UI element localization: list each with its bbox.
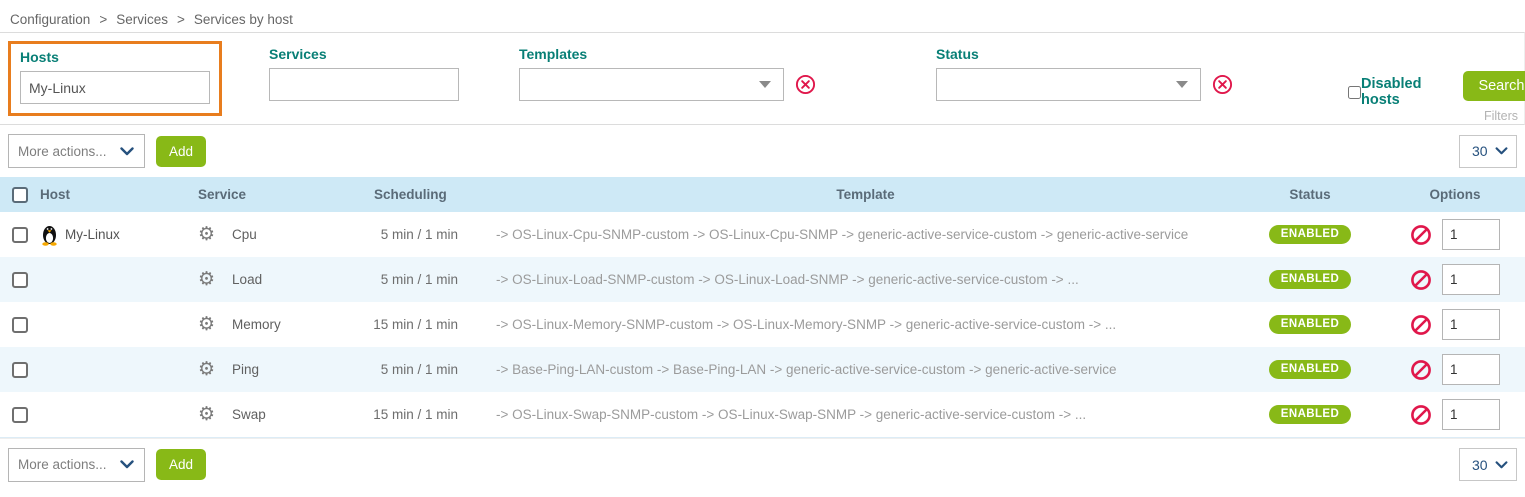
template-chain: -> OS-Linux-Cpu-SNMP-custom -> OS-Linux-… bbox=[496, 227, 1189, 242]
table-row: ⚙ Memory 15 min / 1 min -> OS-Linux-Memor… bbox=[0, 302, 1525, 347]
status-select[interactable] bbox=[936, 68, 1201, 101]
status-label: Status bbox=[936, 46, 979, 62]
more-actions-label: More actions... bbox=[18, 143, 107, 159]
breadcrumb-services[interactable]: Services bbox=[116, 12, 168, 27]
row-checkbox[interactable] bbox=[12, 271, 28, 288]
chevron-down-icon bbox=[759, 81, 771, 88]
scheduling-value: 15 min / 1 min bbox=[373, 317, 458, 332]
filters-panel: Hosts Services Templates Status bbox=[0, 32, 1525, 125]
disabled-hosts-label: Disabled hosts bbox=[1361, 76, 1422, 108]
breadcrumb: Configuration > Services > Services by h… bbox=[0, 0, 1525, 32]
col-header-host[interactable]: Host bbox=[40, 187, 70, 202]
table-row: ⚙ Swap 15 min / 1 min -> OS-Linux-Swap-SN… bbox=[0, 392, 1525, 437]
status-badge: ENABLED bbox=[1268, 360, 1352, 379]
hosts-label: Hosts bbox=[20, 49, 59, 65]
more-actions-label: More actions... bbox=[18, 457, 107, 472]
template-chain: -> OS-Linux-Swap-SNMP-custom -> OS-Linux… bbox=[496, 407, 1087, 422]
chevron-down-icon bbox=[1495, 147, 1508, 155]
services-input[interactable] bbox=[269, 68, 459, 101]
hosts-filter-highlight: Hosts bbox=[8, 41, 222, 116]
status-badge: ENABLED bbox=[1268, 225, 1352, 244]
prohibited-icon[interactable] bbox=[1410, 224, 1432, 246]
scheduling-value: 5 min / 1 min bbox=[380, 362, 458, 377]
top-toolbar: More actions... Add 30 bbox=[0, 125, 1525, 177]
row-checkbox[interactable] bbox=[12, 406, 28, 423]
options-count-input[interactable] bbox=[1442, 309, 1500, 340]
per-page-select[interactable]: 30 bbox=[1459, 448, 1517, 481]
per-page-select[interactable]: 30 bbox=[1459, 134, 1517, 168]
add-button[interactable]: Add bbox=[156, 449, 207, 480]
prohibited-icon[interactable] bbox=[1410, 404, 1432, 426]
chevron-down-icon bbox=[120, 460, 134, 469]
gear-icon: ⚙ bbox=[198, 223, 216, 245]
chevron-down-icon bbox=[1176, 81, 1188, 88]
status-badge: ENABLED bbox=[1268, 315, 1352, 334]
templates-label: Templates bbox=[519, 46, 588, 62]
row-checkbox[interactable] bbox=[12, 361, 28, 378]
scheduling-value: 5 min / 1 min bbox=[380, 227, 458, 242]
select-all-checkbox[interactable] bbox=[12, 186, 28, 203]
col-header-service[interactable]: Service bbox=[198, 187, 247, 202]
more-actions-select[interactable]: More actions... bbox=[8, 134, 145, 168]
linux-tux-icon bbox=[42, 225, 57, 246]
table-row: ⚙ Load 5 min / 1 min -> OS-Linux-Load-SNM… bbox=[0, 257, 1525, 302]
col-header-status[interactable]: Status bbox=[1289, 187, 1331, 202]
filters-tag: Filters bbox=[1483, 109, 1518, 123]
prohibited-icon[interactable] bbox=[1410, 314, 1432, 336]
breadcrumb-services-by-host[interactable]: Services by host bbox=[193, 12, 293, 27]
col-header-options[interactable]: Options bbox=[1429, 187, 1481, 202]
table-header-row: Host Service Scheduling Template Status … bbox=[0, 177, 1525, 212]
search-button[interactable]: Search bbox=[1463, 71, 1525, 101]
scheduling-value: 5 min / 1 min bbox=[380, 272, 458, 287]
service-name[interactable]: Load bbox=[232, 272, 263, 287]
gear-icon: ⚙ bbox=[198, 403, 216, 425]
bottom-toolbar: More actions... Add 30 bbox=[0, 438, 1525, 490]
service-name[interactable]: Ping bbox=[232, 362, 260, 377]
template-chain: -> OS-Linux-Memory-SNMP-custom -> OS-Lin… bbox=[496, 317, 1117, 332]
breadcrumb-separator: > bbox=[99, 12, 108, 27]
scheduling-value: 15 min / 1 min bbox=[373, 407, 458, 422]
options-count-input[interactable] bbox=[1442, 264, 1500, 295]
add-button[interactable]: Add bbox=[156, 135, 207, 167]
col-header-template[interactable]: Template bbox=[836, 187, 895, 202]
status-badge: ENABLED bbox=[1268, 270, 1352, 289]
template-chain: -> OS-Linux-Load-SNMP-custom -> OS-Linux… bbox=[496, 272, 1079, 287]
gear-icon: ⚙ bbox=[198, 268, 216, 290]
status-badge: ENABLED bbox=[1268, 405, 1352, 424]
services-label: Services bbox=[269, 46, 327, 62]
chevron-down-icon bbox=[1495, 460, 1508, 468]
disabled-hosts-checkbox[interactable] bbox=[1348, 83, 1361, 101]
prohibited-icon[interactable] bbox=[1410, 359, 1432, 381]
more-actions-select[interactable]: More actions... bbox=[8, 447, 145, 482]
col-header-scheduling[interactable]: Scheduling bbox=[374, 187, 447, 202]
service-name[interactable]: Swap bbox=[232, 407, 266, 422]
host-name[interactable]: My-Linux bbox=[65, 227, 120, 242]
options-count-input[interactable] bbox=[1442, 354, 1500, 385]
table-row: My-Linux ⚙ Cpu 5 min / 1 min -> OS-Linux-… bbox=[0, 212, 1525, 257]
templates-select[interactable] bbox=[519, 68, 784, 101]
breadcrumb-configuration[interactable]: Configuration bbox=[10, 12, 91, 27]
prohibited-icon[interactable] bbox=[1410, 269, 1432, 291]
table-row: ⚙ Ping 5 min / 1 min -> Base-Ping-LAN-cus… bbox=[0, 347, 1525, 392]
services-table: Host Service Scheduling Template Status … bbox=[0, 177, 1525, 438]
options-count-input[interactable] bbox=[1442, 219, 1500, 250]
hosts-input[interactable] bbox=[20, 71, 210, 104]
service-name[interactable]: Cpu bbox=[232, 227, 257, 242]
row-checkbox[interactable] bbox=[12, 226, 28, 243]
gear-icon: ⚙ bbox=[198, 313, 216, 335]
options-count-input[interactable] bbox=[1442, 399, 1500, 430]
clear-status-icon[interactable] bbox=[1212, 74, 1233, 95]
breadcrumb-separator: > bbox=[176, 12, 185, 27]
clear-templates-icon[interactable] bbox=[795, 74, 816, 95]
service-name[interactable]: Memory bbox=[232, 317, 281, 332]
per-page-value: 30 bbox=[1472, 456, 1488, 473]
row-checkbox[interactable] bbox=[12, 316, 28, 333]
template-chain: -> Base-Ping-LAN-custom -> Base-Ping-LAN… bbox=[496, 362, 1117, 377]
per-page-value: 30 bbox=[1472, 143, 1488, 159]
chevron-down-icon bbox=[120, 146, 134, 155]
gear-icon: ⚙ bbox=[198, 358, 216, 380]
